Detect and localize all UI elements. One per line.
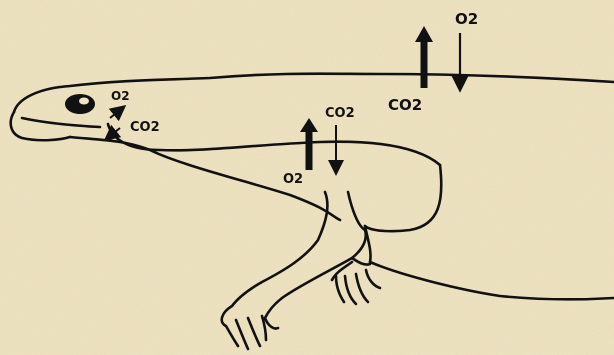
neck-o2-label: O2 [283,172,303,187]
back-co2-label: CO2 [388,96,422,114]
eye-icon [65,94,95,114]
back-o2-label: O2 [455,10,478,28]
mouth-co2-label: CO2 [130,120,160,135]
neck-co2-label: CO2 [325,106,355,121]
mouth-o2-label: O2 [111,89,130,103]
